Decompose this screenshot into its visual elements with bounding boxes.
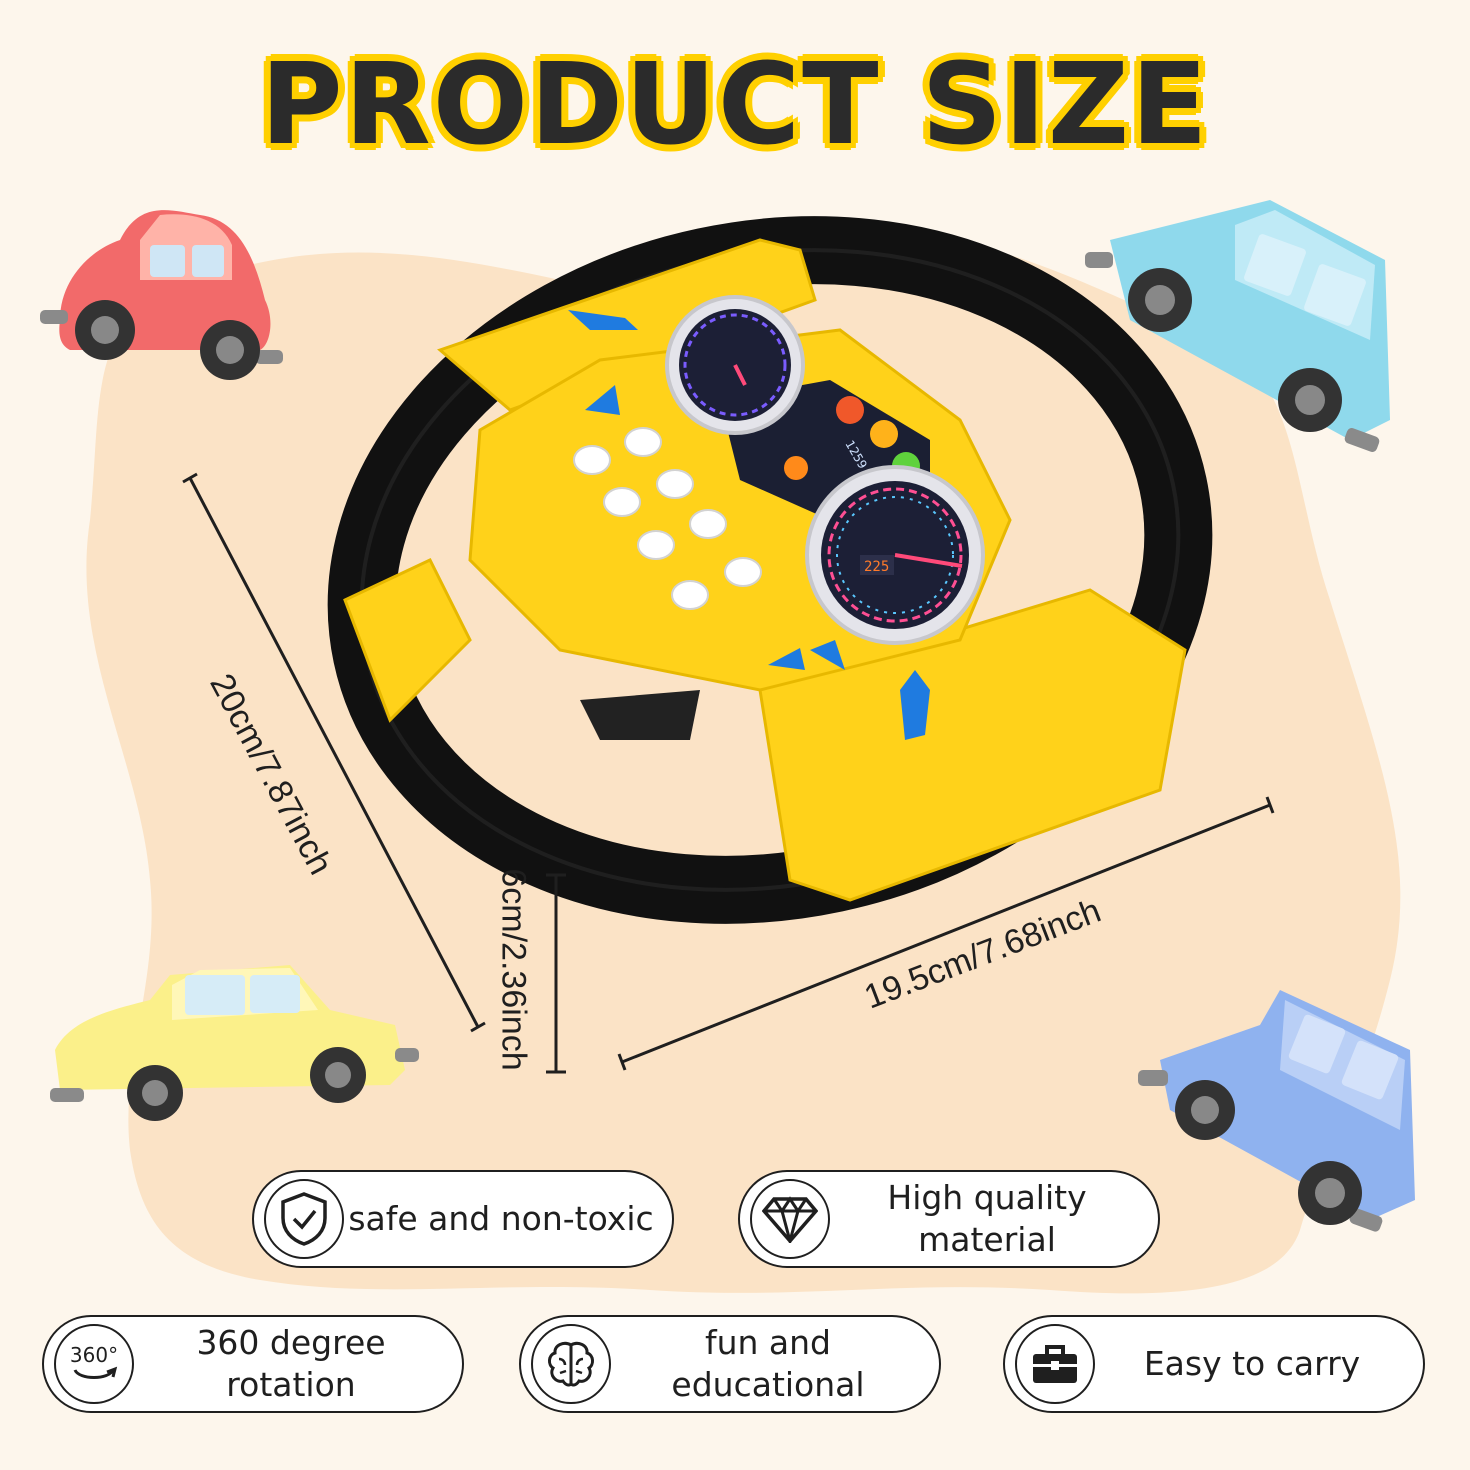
grip-left [343, 558, 472, 723]
brain-icon [531, 1324, 611, 1404]
turn-arrow-icon [568, 310, 638, 330]
feature-label: fun and educational [671, 1323, 865, 1404]
sound-buttons [573, 427, 762, 610]
diamond-icon [750, 1179, 830, 1259]
feature-easy-to-carry: Easy to carry [1003, 1315, 1425, 1413]
periwinkle-car-icon [1138, 990, 1415, 1232]
page-title: PRODUCT SIZE [260, 40, 1210, 170]
feature-fun-educational: fun and educational [519, 1315, 941, 1413]
feature-label: High quality material [887, 1178, 1087, 1259]
blue-car-icon [1085, 200, 1390, 452]
feature-label: Easy to carry [1143, 1344, 1361, 1383]
feature-safe-non-toxic: safe and non-toxic [252, 1170, 674, 1268]
steering-wheel: 1259 225 [327, 216, 1213, 924]
turn-arrow-icon [900, 670, 930, 740]
yellow-car-icon [50, 965, 419, 1121]
dimension-lines [182, 472, 1275, 1074]
feature-label: 360 degree rotation [196, 1323, 386, 1404]
depth-dimension-label: 6cm/2.36inch [494, 868, 533, 1071]
indicator-icon [810, 640, 845, 670]
feature-label: safe and non-toxic [348, 1199, 654, 1238]
rotation-360-icon: 360° [54, 1324, 134, 1404]
indicator-icon [585, 385, 620, 415]
feature-high-quality: High quality material [738, 1170, 1160, 1268]
indicator-icon [768, 648, 805, 670]
speed-digits: 225 [864, 559, 889, 575]
red-car-icon [40, 210, 283, 380]
grip-bottom-right [758, 588, 1187, 902]
speedometer-gauge: 225 [805, 465, 985, 645]
tachometer-gauge [665, 295, 805, 435]
rotation-360-label: 360° [69, 1343, 119, 1367]
shield-check-icon [264, 1179, 344, 1259]
toolbox-icon [1015, 1324, 1095, 1404]
feature-360-rotation: 360° 360 degree rotation [42, 1315, 464, 1413]
